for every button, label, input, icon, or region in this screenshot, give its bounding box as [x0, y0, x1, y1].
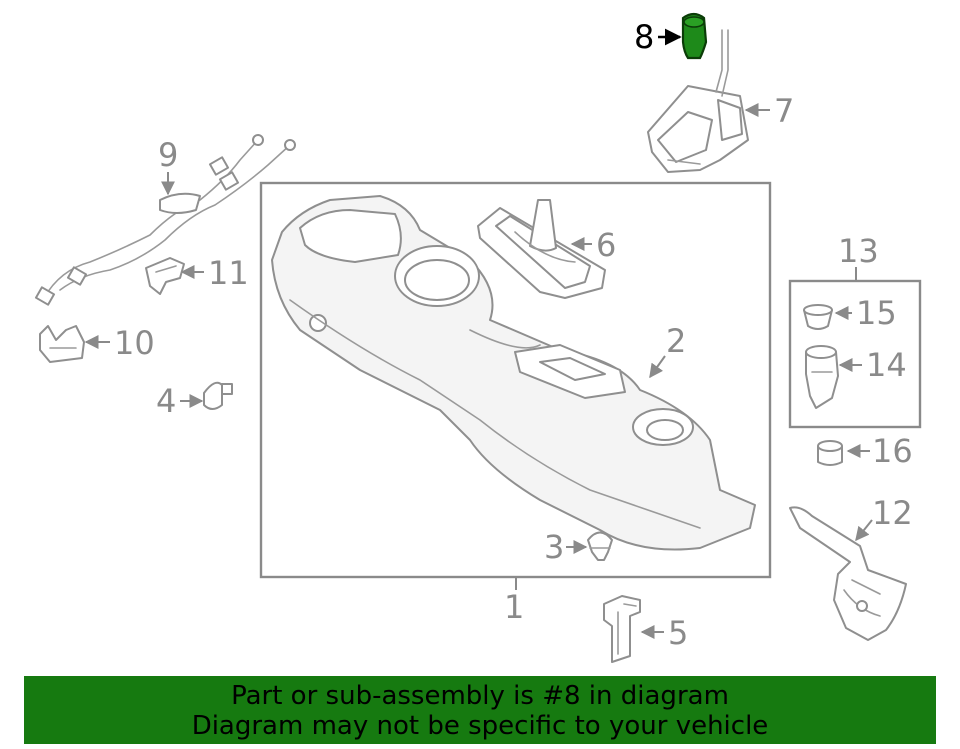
label-part-13: 13 [838, 232, 879, 270]
label-part-2: 2 [666, 322, 686, 360]
bracket-part-5[interactable] [603, 595, 641, 663]
label-part-5: 5 [668, 614, 688, 652]
console-body-leader [649, 355, 666, 379]
console-body-part[interactable] [271, 195, 756, 551]
info-banner: Part or sub-assembly is #8 in diagram Di… [24, 676, 936, 744]
banner-line-disclaimer: Diagram may not be specific to your vehi… [191, 711, 769, 741]
shift-boot-part[interactable] [477, 199, 606, 299]
shift-cable-part[interactable] [34, 134, 296, 306]
shift-knob-part[interactable] [681, 12, 708, 60]
label-part-15: 15 [856, 294, 897, 332]
cable-bracket-part-10[interactable] [39, 325, 85, 363]
label-part-16: 16 [872, 432, 913, 470]
label-part-6: 6 [596, 226, 616, 264]
label-part-4: 4 [156, 382, 176, 420]
label-part-14: 14 [866, 346, 907, 384]
shifter-assembly-part[interactable] [647, 29, 749, 173]
banner-line-part-number: Part or sub-assembly is #8 in diagram [231, 681, 729, 711]
label-part-11: 11 [208, 254, 249, 292]
label-part-1: 1 [504, 588, 524, 626]
push-pin-part-4[interactable] [203, 381, 233, 410]
socket-cap-part-15[interactable] [803, 304, 833, 330]
label-part-12: 12 [872, 494, 913, 532]
label-part-10: 10 [114, 324, 155, 362]
parking-brake-lever-part[interactable] [789, 506, 907, 641]
label-part-8: 8 [634, 18, 654, 56]
label-part-7: 7 [774, 92, 794, 130]
clip-part-3[interactable] [587, 531, 613, 561]
cap-part-16[interactable] [817, 440, 843, 466]
label-part-9: 9 [158, 136, 178, 174]
parking-brake-leader [855, 519, 873, 542]
power-socket-part-14[interactable] [805, 345, 839, 409]
clip-bracket-part-11[interactable] [145, 257, 185, 295]
label-part-3: 3 [544, 528, 564, 566]
